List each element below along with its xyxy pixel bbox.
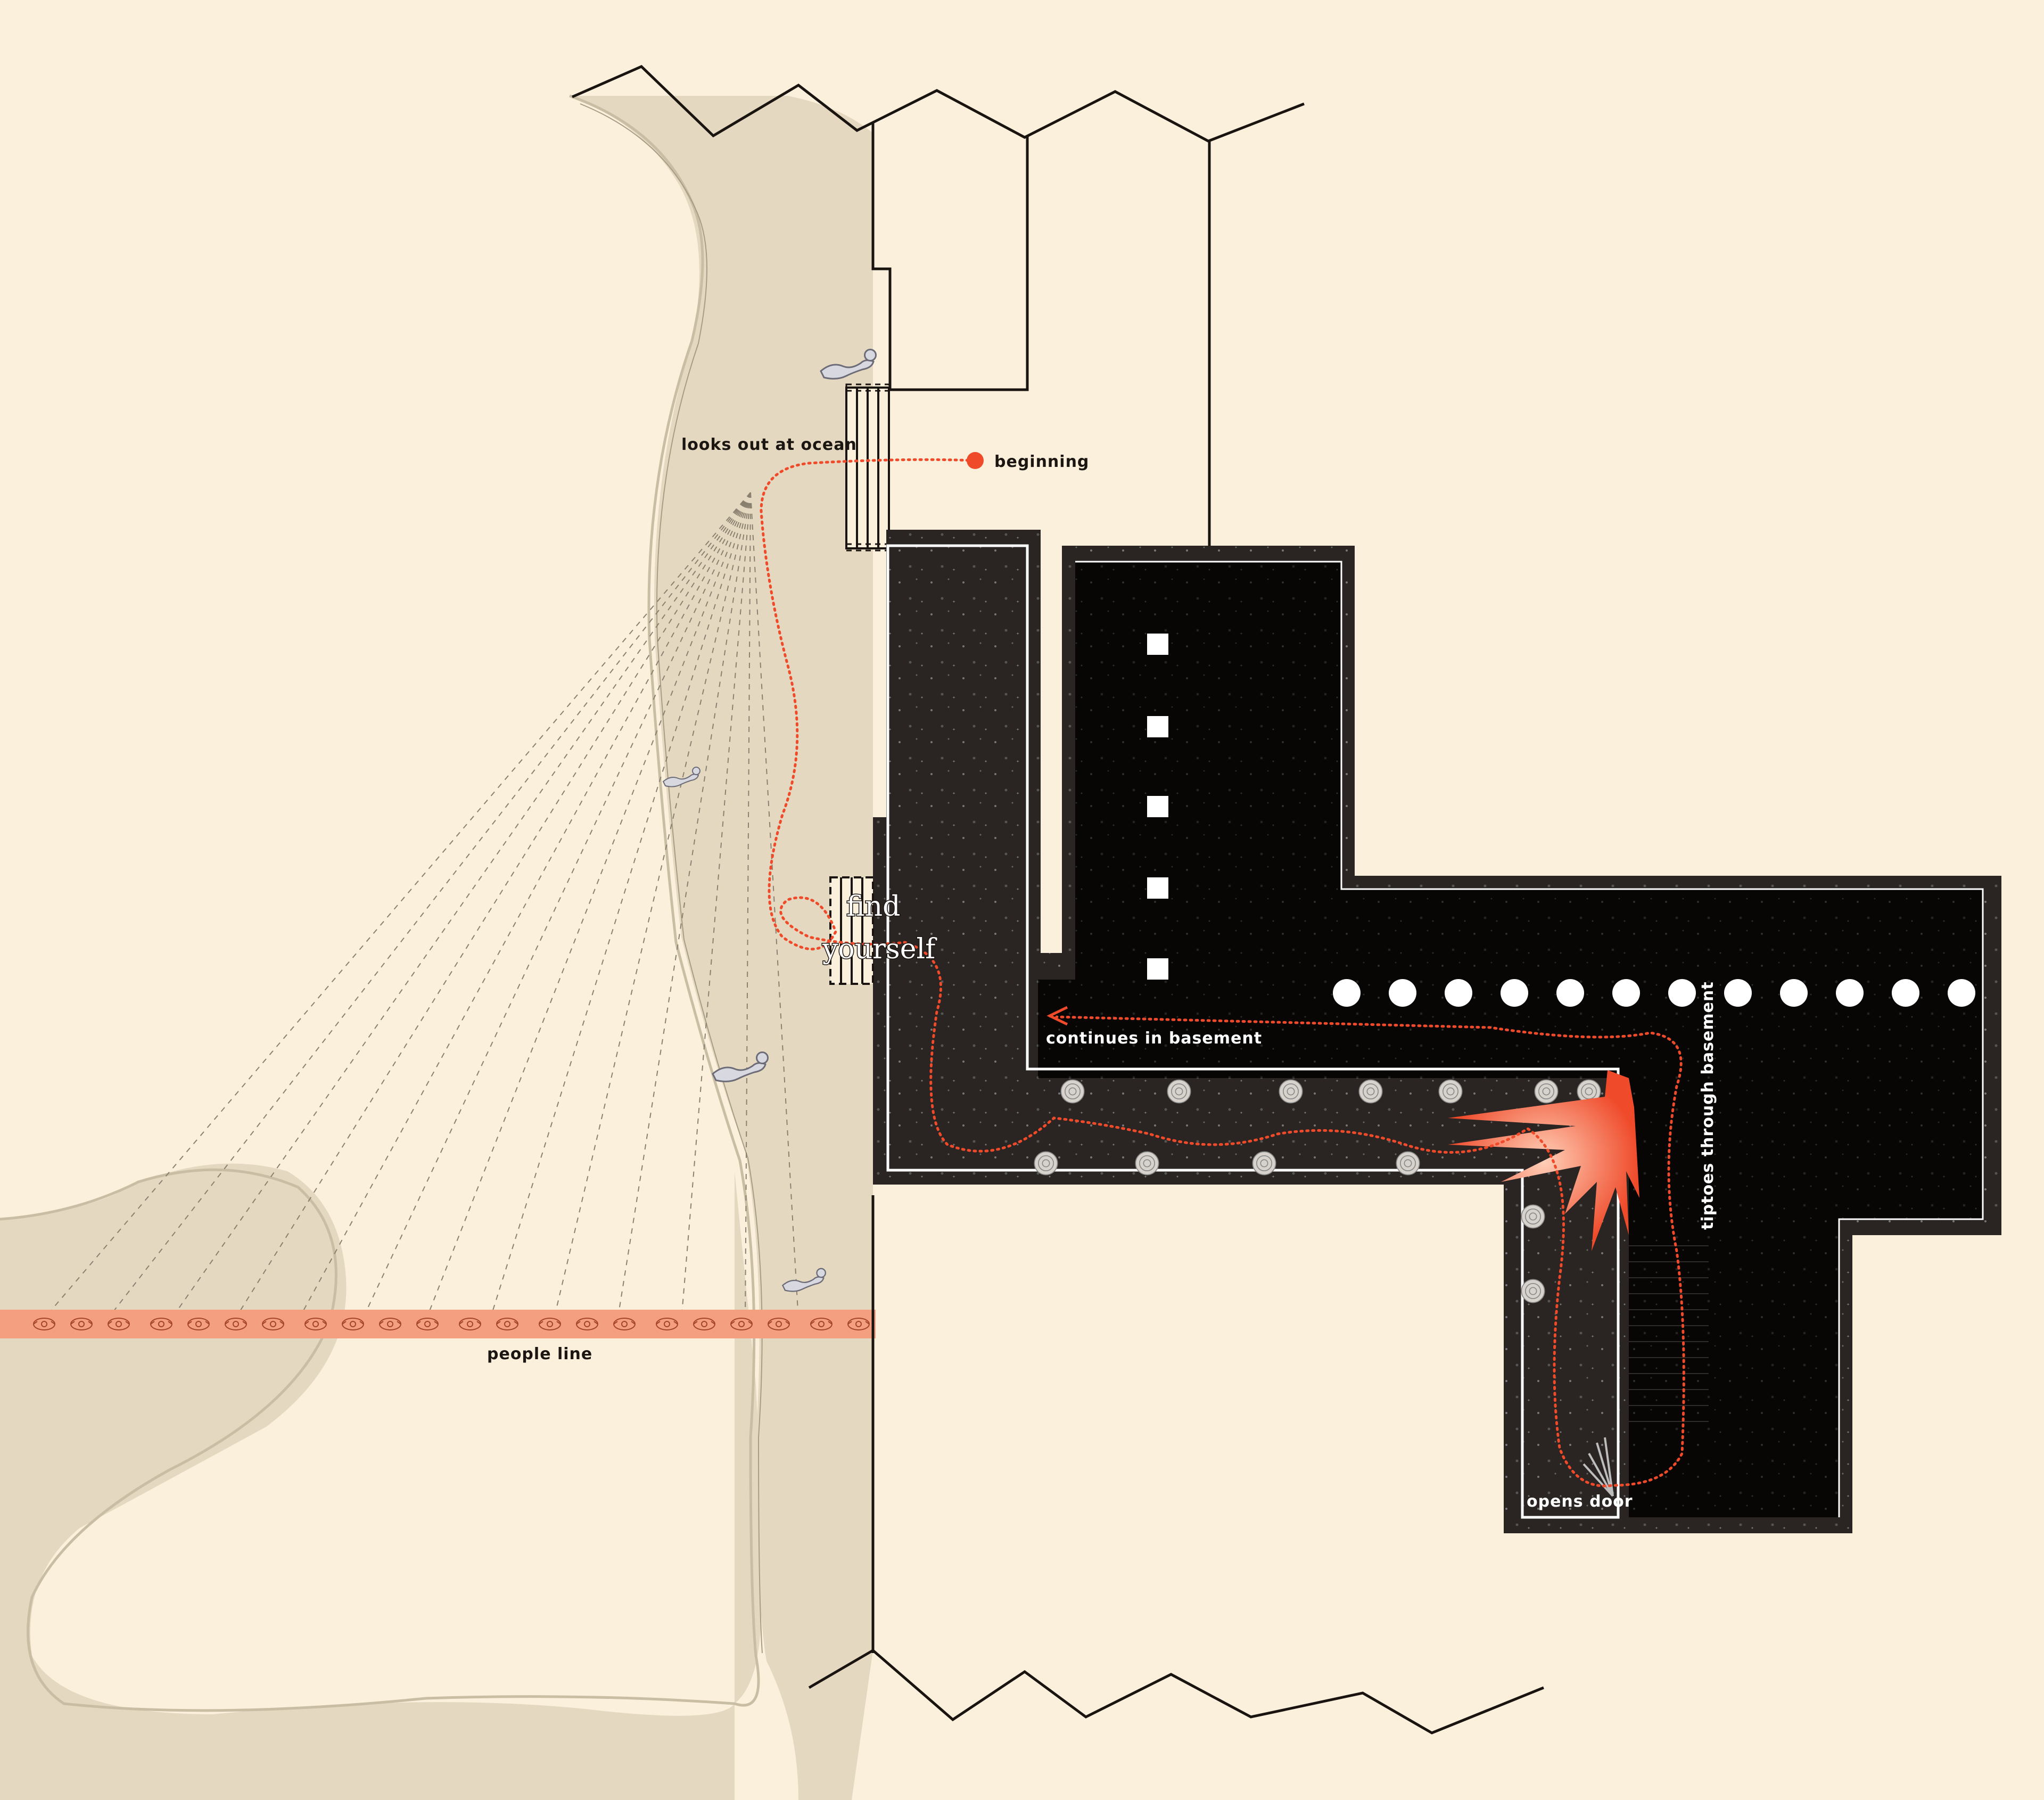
arrow-head-icon: [1046, 1006, 1068, 1026]
shoreline-inner: [580, 103, 763, 1654]
label-continues: continues in basement: [1046, 1029, 1262, 1048]
lower-property-line: [808, 1648, 1544, 1735]
label-tiptoes: tiptoes through basement: [1699, 981, 1717, 1230]
label-find: find: [846, 891, 900, 923]
view-rays: [42, 492, 799, 1321]
label-looks-out: looks out at ocean: [681, 435, 857, 454]
journey-path: [760, 458, 1685, 1487]
label-beginning: beginning: [994, 453, 1089, 471]
building-main: [873, 530, 2001, 1533]
upper-buildings: [571, 65, 1305, 546]
stairs-upper: [845, 383, 890, 552]
beach-area: [570, 96, 873, 1800]
label-yourself: yourself: [822, 933, 937, 965]
column-squares: [1147, 634, 1168, 980]
start-dot-icon: [967, 452, 984, 469]
label-opens-door: opens door: [1527, 1492, 1633, 1511]
label-people-line: people line: [487, 1345, 592, 1363]
stairs-lower: [829, 876, 874, 985]
burst-icon: [1448, 1070, 1639, 1251]
light-dots: [1333, 979, 1975, 1007]
